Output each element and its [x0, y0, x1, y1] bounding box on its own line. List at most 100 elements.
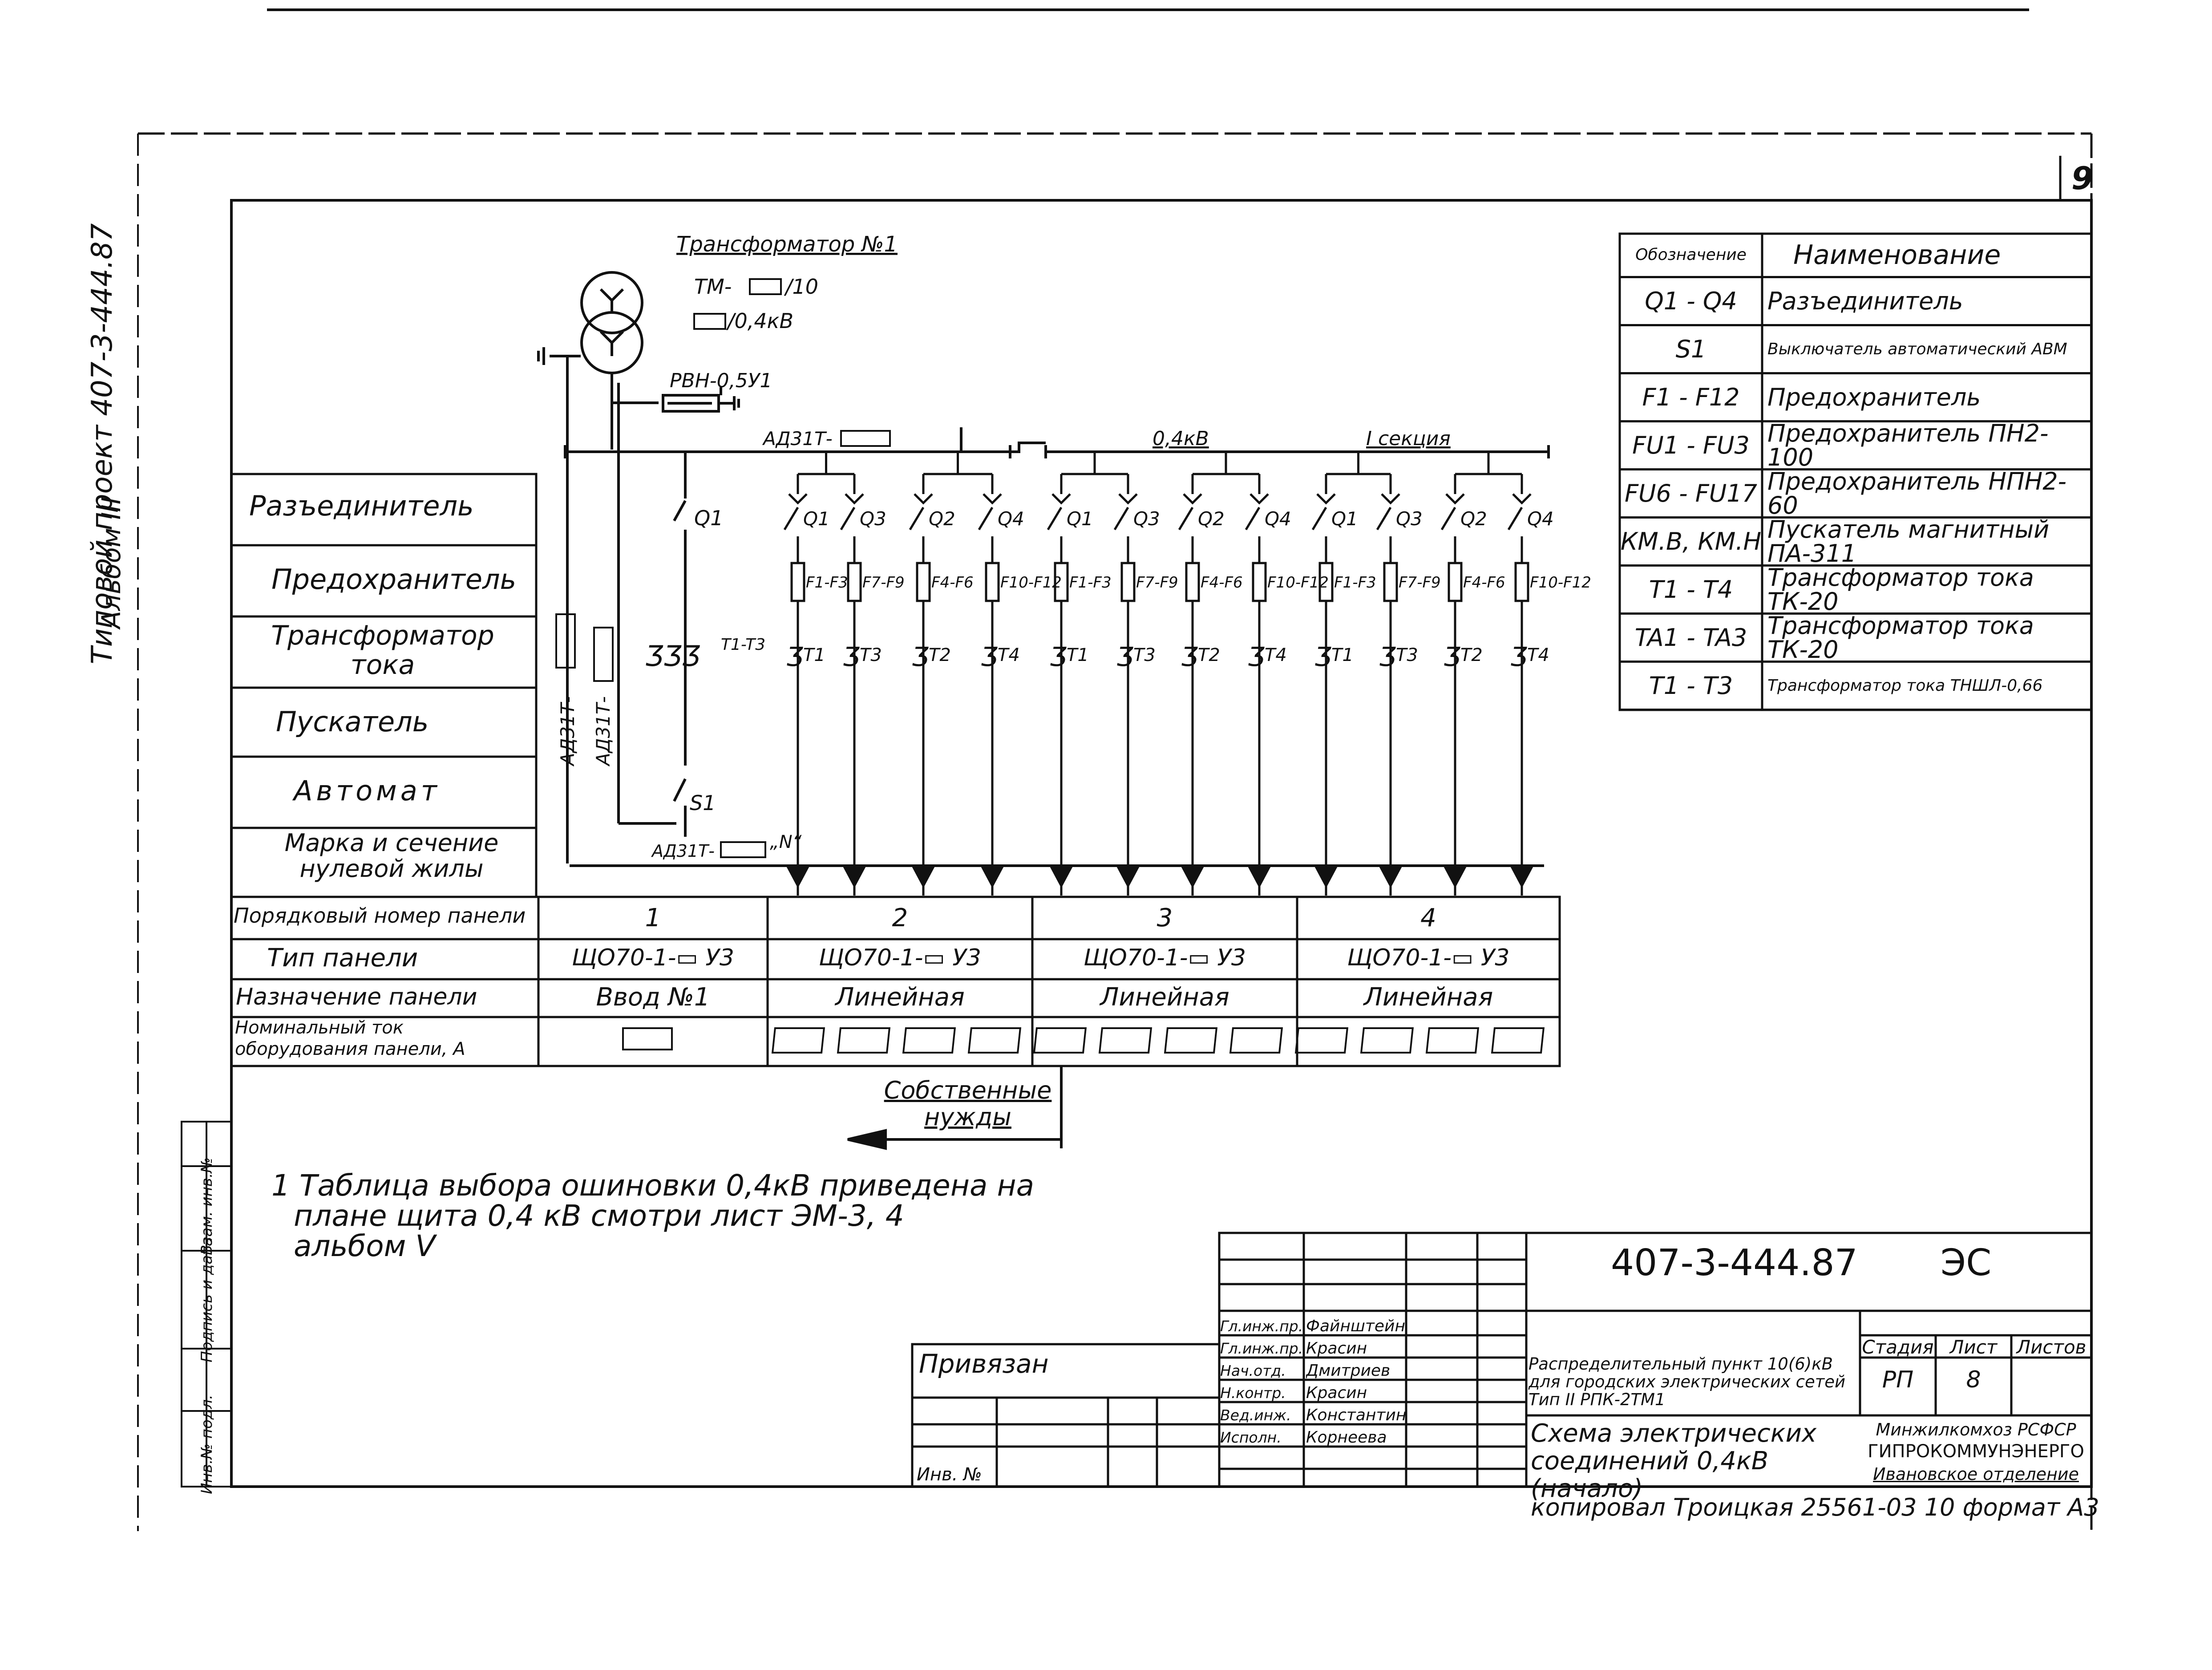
signature-roles: Гл.инж.пр.Гл.инж.пр.Нач.отд.Н.контр.Вед.…: [1220, 1315, 1302, 1449]
signature-role: Н.контр.: [1220, 1384, 1286, 1402]
feeder-ct-symbol: Ʒ: [981, 641, 998, 672]
feeder-f-label: F4-F6: [931, 574, 974, 592]
row-label-fuse: Предохранитель: [271, 563, 517, 596]
legend-designation: T1 - T4: [1649, 576, 1733, 604]
stage-head-stage: Стадия: [1862, 1336, 1934, 1358]
table-label-current: Номинальный ток оборудования панели, А: [235, 1017, 465, 1059]
feeder-f-label: F1-F3: [1334, 574, 1376, 592]
busbar-ad-label: АД31Т-: [762, 428, 833, 450]
current-box: [1360, 1027, 1414, 1054]
input-disconnector-label: Q1: [694, 506, 723, 530]
current-box: [771, 1027, 825, 1054]
signature-role: Исполн.: [1220, 1429, 1282, 1446]
feeder-q-label: Q2: [1460, 508, 1487, 530]
feeder-t-label: T2: [929, 645, 951, 665]
feeder-t-label: T2: [1198, 645, 1220, 665]
legend-header-name: Наименование: [1793, 239, 2001, 271]
transformer-rating-box-2: [693, 313, 726, 330]
current-box: [1491, 1027, 1545, 1054]
input-ct-symbol: ƷƷƷ: [645, 640, 700, 672]
side-stamp-label-1: Инв.№ подл.: [198, 1394, 216, 1494]
signature-name: Дмитриев: [1306, 1362, 1391, 1380]
feeder-f-label: F7-F9: [1399, 574, 1441, 592]
feeder-t-label: T3: [860, 645, 882, 665]
panel-purpose-4: Линейная: [1363, 983, 1493, 1012]
current-box: [1033, 1027, 1087, 1054]
legend-name: Трансформатор тока ТНШЛ-0,66: [1767, 676, 2043, 695]
busbar-ad-box: [840, 430, 891, 447]
feeder-ct-symbol: Ʒ: [786, 641, 804, 672]
row-label-breaker: Автомат: [294, 774, 441, 807]
svg-text:АД31Т-: АД31Т-: [557, 696, 578, 767]
feeder-ct-symbol: Ʒ: [1379, 641, 1396, 672]
current-box: [1164, 1027, 1218, 1054]
legend-name: Разъединитель: [1767, 287, 1963, 315]
project-description: Распределительный пункт 10(6)кВ для горо…: [1529, 1354, 1846, 1409]
feeder-ct-symbol: Ʒ: [1510, 641, 1528, 672]
legend-name: Трансформатор тока ТК-20: [1767, 611, 2034, 664]
side-album-label: Альбом III: [96, 497, 126, 628]
feeder-ct-symbol: Ʒ: [1248, 641, 1265, 672]
row-label-starter: Пускатель: [276, 705, 429, 738]
side-stamp-label-3: Взам. инв.№: [198, 1157, 216, 1256]
feeder-q-label: Q1: [1331, 508, 1358, 530]
legend-row: TA1 - TA3 Трансформатор тока ТК-20: [1620, 611, 2091, 664]
current-box: [1098, 1027, 1153, 1054]
transformer-type-2-suffix: /0,4кВ: [726, 309, 793, 333]
feeder-t-label: T4: [998, 645, 1020, 665]
legend-designation: TA1 - TA3: [1634, 624, 1747, 652]
drawing-name: Схема электрических соединений 0,4кВ (на…: [1531, 1419, 1817, 1503]
panel-purpose-1: Ввод №1: [596, 983, 710, 1012]
note-line-2: плане щита 0,4 кВ смотри лист ЭМ-3, 4: [294, 1199, 904, 1233]
stage-head-sheet: Лист: [1949, 1336, 1998, 1358]
signature-name: Файнштейн: [1306, 1317, 1405, 1335]
signature-role: Нач.отд.: [1220, 1362, 1286, 1379]
legend-designation: T1 - T3: [1649, 672, 1733, 700]
note-line-1: 1 Таблица выбора ошиновки 0,4кВ приведен…: [271, 1168, 1035, 1203]
panel-type-2: ЩО70-1-▭ У3: [818, 944, 981, 971]
legend-name: Пускатель магнитный ПА-311: [1767, 515, 2050, 567]
sheet-value: 8: [1966, 1366, 1981, 1393]
legend-header-designation: Обозначение: [1635, 246, 1747, 264]
legend-name: Предохранитель НПН2-60: [1767, 467, 2067, 519]
own-needs-label: Собственные нужды: [884, 1076, 1052, 1131]
svg-text:АД31Т-: АД31Т-: [592, 696, 614, 767]
panel-type-1: ЩО70-1-▭ У3: [571, 944, 734, 971]
panel-type-4: ЩО70-1-▭ У3: [1347, 944, 1510, 971]
own-needs-arrow: [847, 1066, 1063, 1150]
feeder-f-label: F7-F9: [862, 574, 905, 592]
note: 1 Таблица выбора ошиновки 0,4кВ приведен…: [271, 1171, 1034, 1261]
drawing-code: 407-3-444.87 ЭС: [1531, 1242, 2087, 1284]
org-line-3: Ивановское отделение: [1873, 1464, 2079, 1484]
panel-purpose-2: Линейная: [835, 983, 965, 1012]
signature-role: Вед.инж.: [1220, 1407, 1291, 1424]
feeder-q-label: Q3: [860, 508, 886, 530]
feeder-q-label: Q1: [1067, 508, 1093, 530]
feeder-q-label: Q1: [803, 508, 830, 530]
feeder-t-label: T3: [1133, 645, 1156, 665]
panel-number-3: 3: [1157, 904, 1173, 932]
feeder-t-label: T2: [1460, 645, 1483, 665]
signature-name: Корнеева: [1306, 1428, 1387, 1447]
legend-name: Предохранитель: [1767, 383, 1981, 411]
page-number: 9: [2071, 160, 2093, 197]
feeder-t-label: T1: [1067, 645, 1089, 665]
drawing-code-number: 407-3-444.87: [1611, 1242, 1858, 1284]
feeder-f-label: F4-F6: [1201, 574, 1243, 592]
current-box: [1294, 1027, 1349, 1054]
neutral-label: „N“: [770, 832, 802, 852]
